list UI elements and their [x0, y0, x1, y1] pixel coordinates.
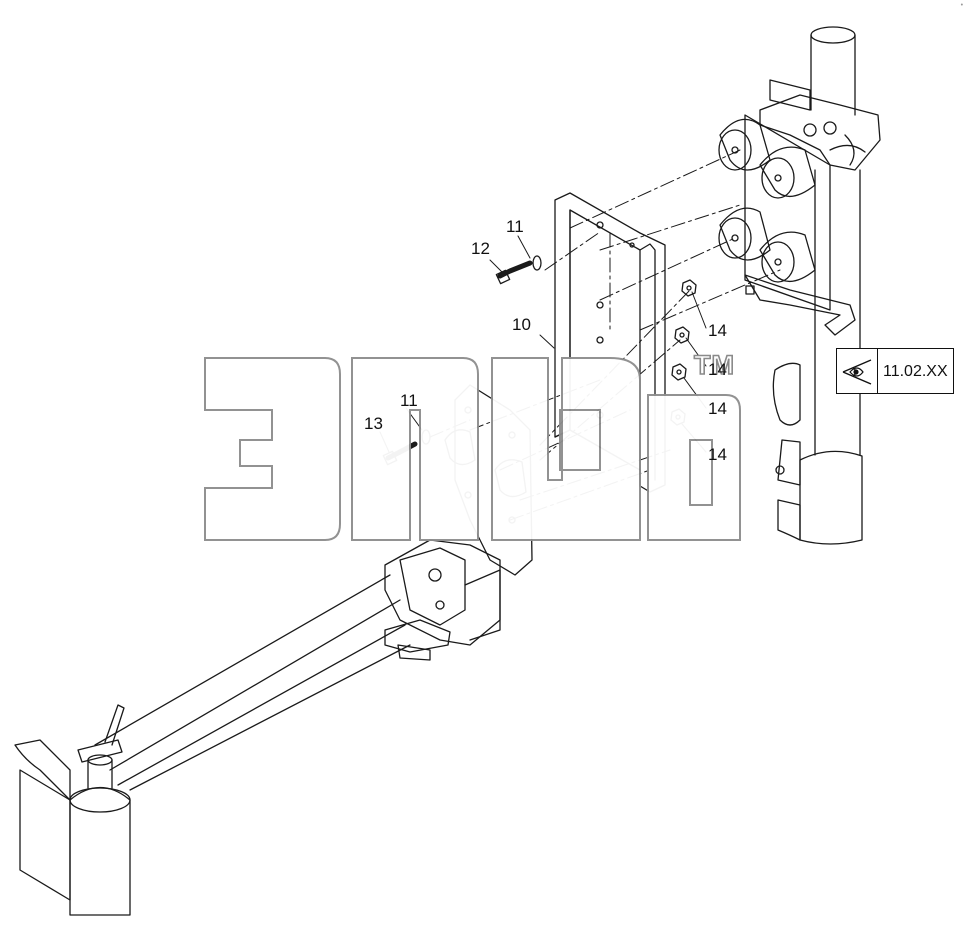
reference-label: 11.02.XX [883, 363, 948, 380]
nut-14-c [671, 363, 687, 381]
watermark-tm: TM [693, 349, 735, 381]
nut-14-b [674, 326, 690, 344]
callout-14-c: 14 [708, 399, 727, 418]
arm-clamp [384, 539, 501, 661]
callout-10: 10 [512, 315, 531, 334]
corner-mark: • [960, 2, 965, 9]
watermark-logo [204, 357, 741, 541]
eye-icon [842, 359, 872, 385]
callout-11-lower: 11 [400, 391, 418, 410]
rubber-bumper-bottom-right [759, 231, 816, 283]
callout-14-a: 14 [708, 321, 727, 340]
bolt-12 [495, 260, 533, 285]
callout-11-upper: 11 [506, 217, 524, 236]
rubber-bumper-top-right [759, 146, 816, 199]
callout-13: 13 [364, 414, 383, 433]
hook-lever [744, 274, 856, 336]
callout-14-b: 14 [708, 360, 727, 379]
washer-11-upper [532, 255, 542, 271]
view-reference-box[interactable]: 11.02.XX [836, 348, 954, 394]
arm-tube [94, 574, 411, 791]
rubber-bumper-bottom-left [718, 207, 771, 261]
lower-post [14, 704, 131, 916]
callout-12: 12 [471, 239, 490, 258]
callout-14-d: 14 [708, 445, 727, 464]
nut-14-a [681, 279, 697, 297]
ref-divider [877, 349, 879, 393]
